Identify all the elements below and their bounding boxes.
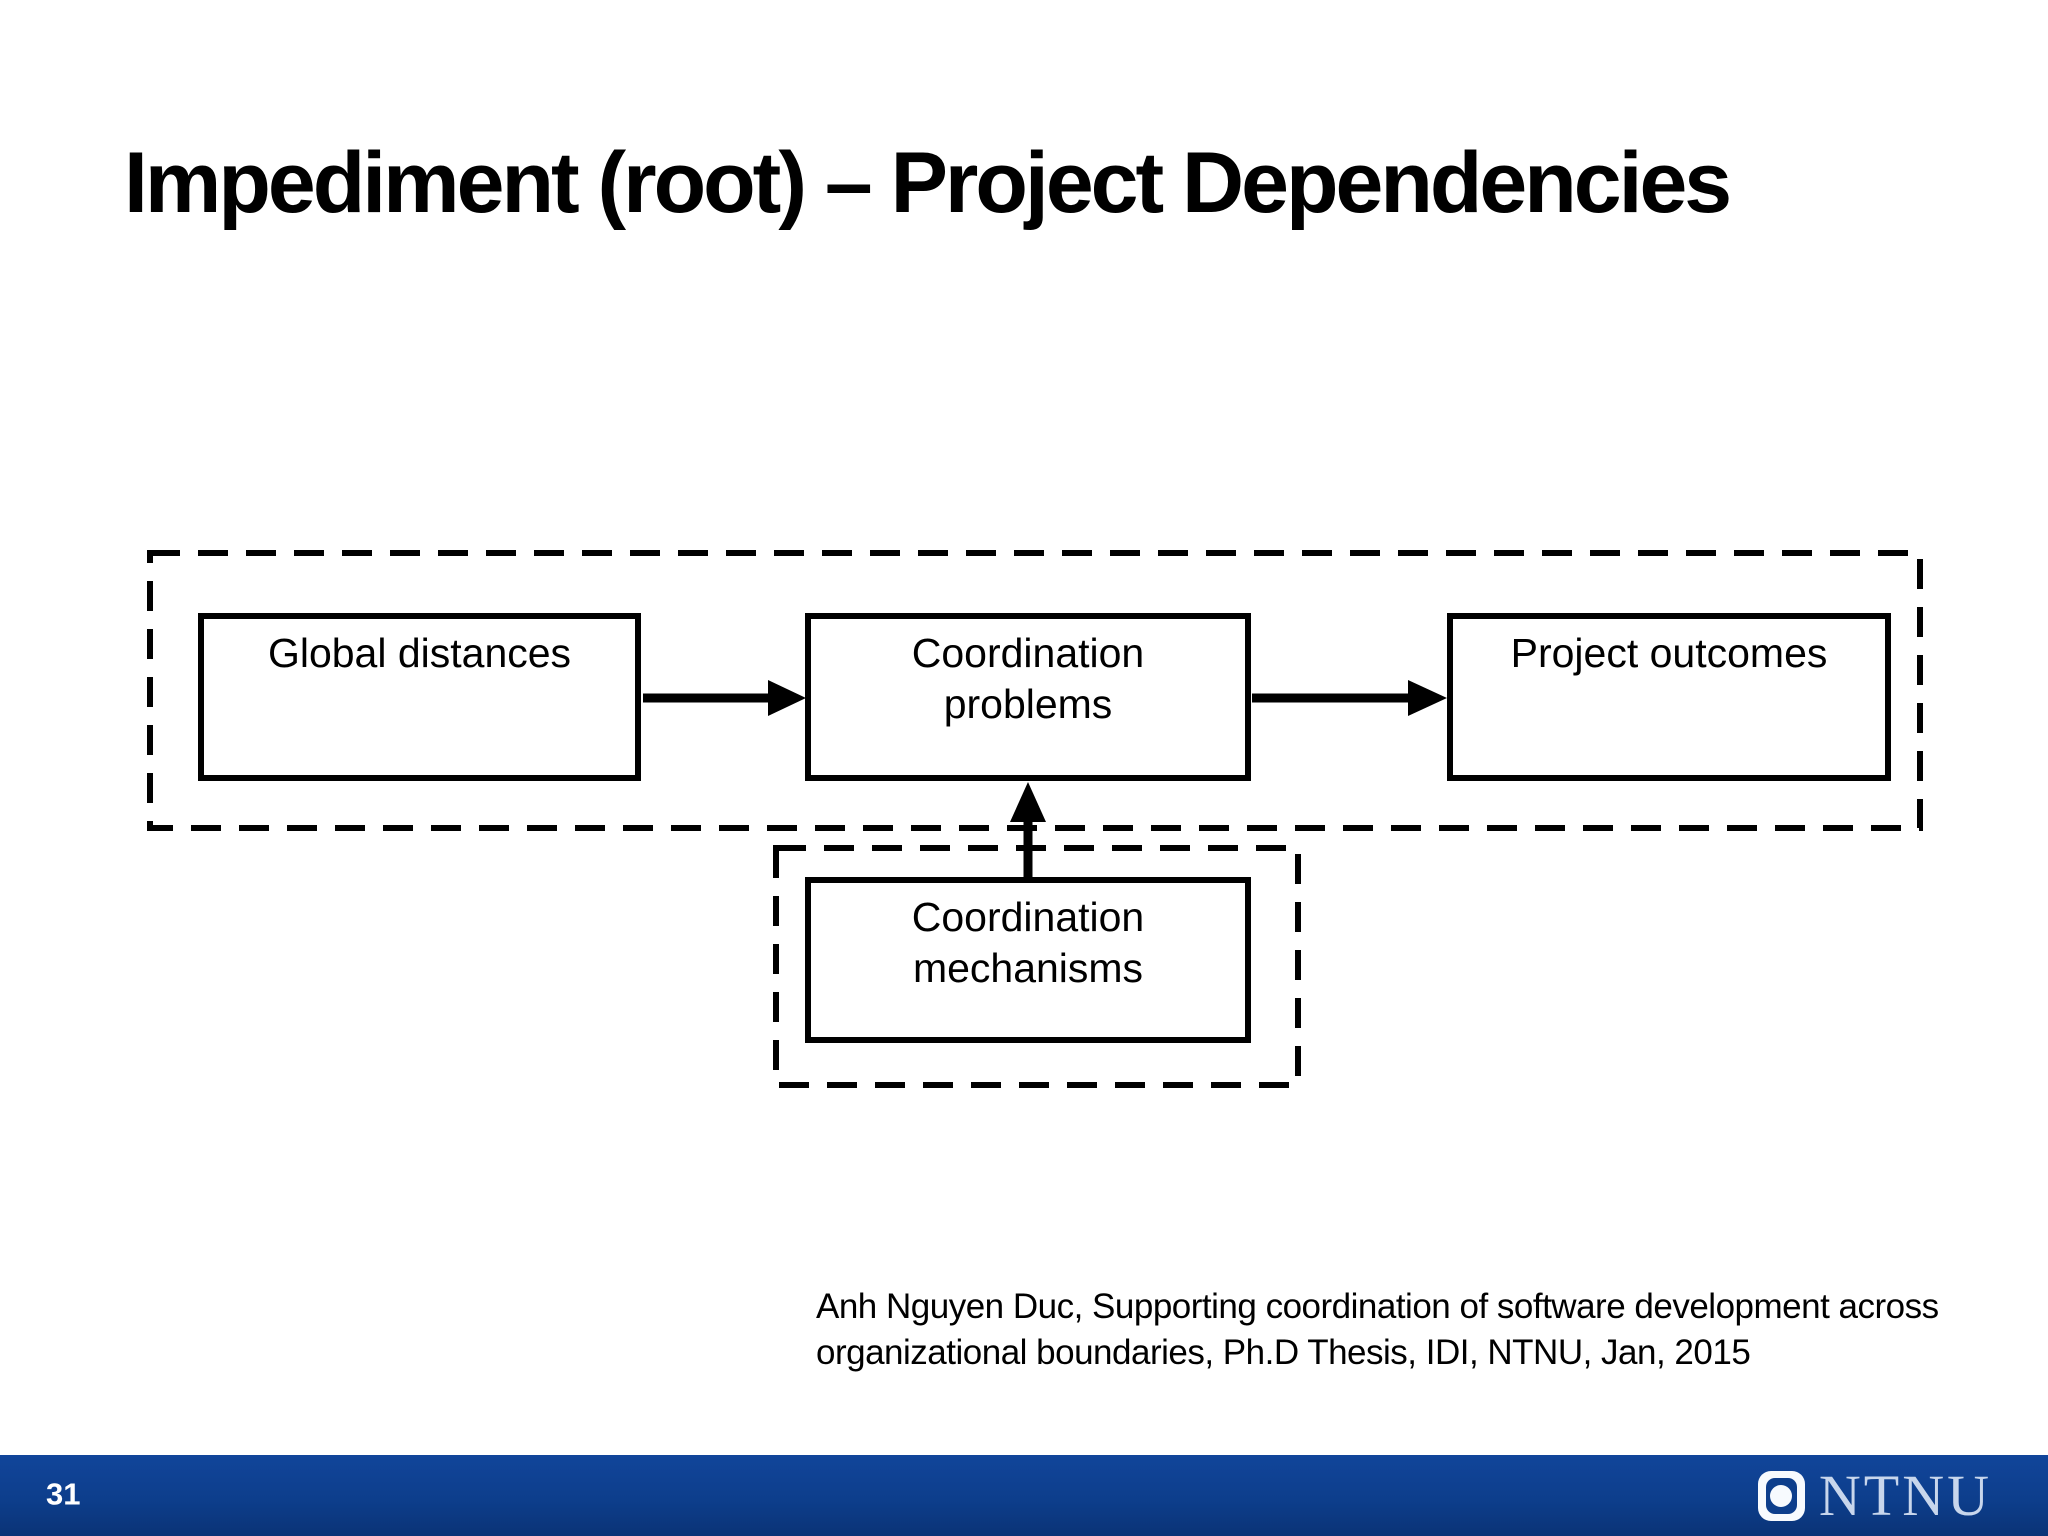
box-coordination-problems: Coordination problems (805, 613, 1251, 781)
footer-bar: 31 NTNU (0, 1455, 2048, 1536)
box-coordination-mechanisms-label: Coordination mechanisms (911, 894, 1145, 991)
citation: Anh Nguyen Duc, Supporting coordination … (816, 1284, 1939, 1376)
box-coordination-mechanisms: Coordination mechanisms (805, 877, 1251, 1043)
box-global-distances: Global distances (198, 613, 641, 781)
arrow-global-to-problems (643, 680, 806, 716)
ntnu-logo: NTNU (1757, 1462, 1992, 1528)
arrow-mechanisms-to-problems (1010, 782, 1046, 879)
box-project-outcomes: Project outcomes (1447, 613, 1891, 781)
ntnu-emblem-icon (1757, 1470, 1805, 1521)
citation-line-2: organizational boundaries, Ph.D Thesis, … (816, 1333, 1751, 1372)
slide-title: Impediment (root) – Project Dependencies (124, 135, 1732, 231)
box-project-outcomes-label: Project outcomes (1510, 630, 1828, 676)
ntnu-logo-text: NTNU (1818, 1462, 1992, 1528)
page-number: 31 (46, 1476, 81, 1512)
box-global-distances-label: Global distances (267, 630, 572, 676)
arrow-problems-to-outcomes (1252, 680, 1447, 716)
citation-line-1: Anh Nguyen Duc, Supporting coordination … (816, 1287, 1939, 1326)
box-coordination-problems-label: Coordination problems (911, 630, 1145, 727)
